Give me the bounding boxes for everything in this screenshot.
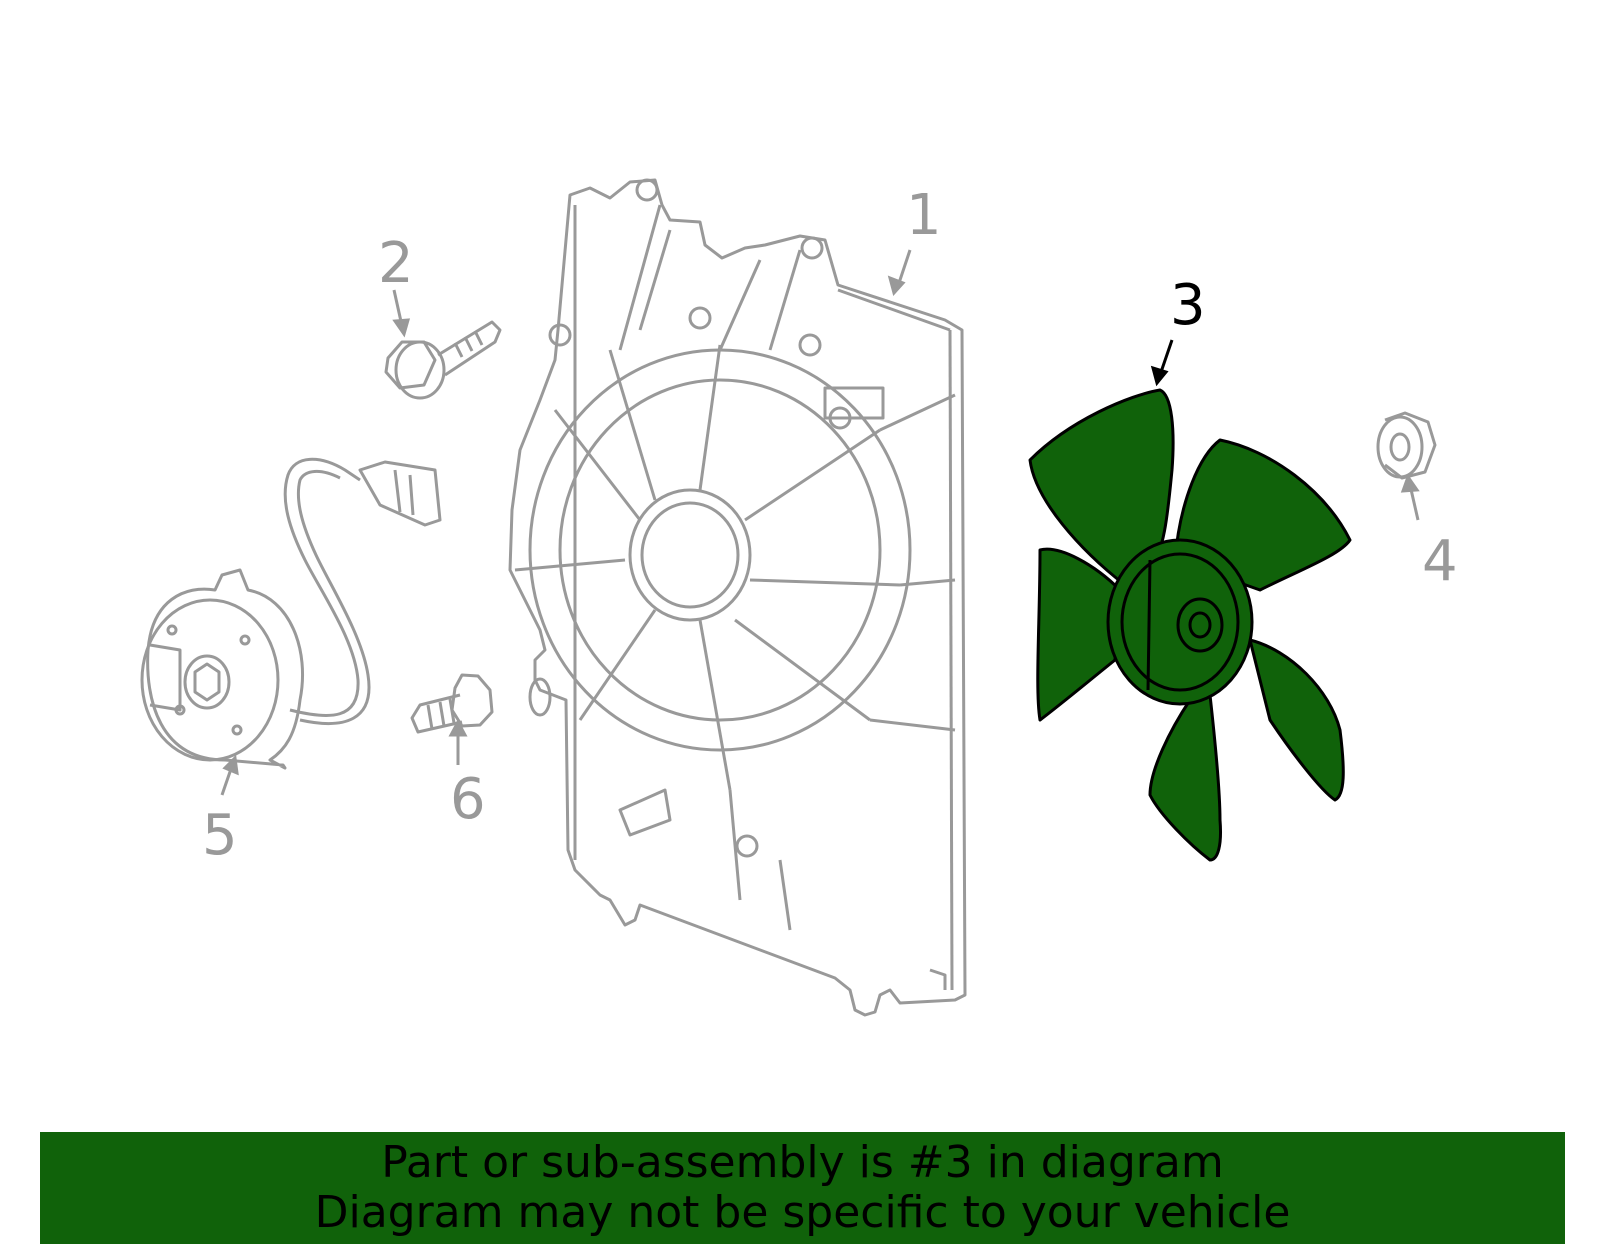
fan-blade-assembly[interactable] [1028,388,1352,862]
fan-motor[interactable] [140,457,442,770]
fan-shroud[interactable] [508,178,967,1017]
bolt-6[interactable] [410,673,494,734]
banner-line-1: Part or sub-assembly is #3 in diagram [381,1137,1224,1188]
leader-arrows [220,249,1420,796]
banner-line-2: Diagram may not be specific to your vehi… [314,1187,1291,1238]
part-label-6: 6 [450,767,486,832]
part-label-5: 5 [202,803,238,868]
part-label-1: 1 [906,183,942,248]
part-label-4: 4 [1422,529,1458,594]
leader-arrow-3 [1150,339,1174,387]
bolt-2[interactable] [384,320,502,400]
parts-diagram [140,178,1437,1017]
info-banner: Part or sub-assembly is #3 in diagram Di… [40,1132,1565,1244]
part-label-2: 2 [378,231,414,296]
part-label-3: 3 [1170,273,1206,338]
nut-4[interactable] [1376,411,1437,480]
